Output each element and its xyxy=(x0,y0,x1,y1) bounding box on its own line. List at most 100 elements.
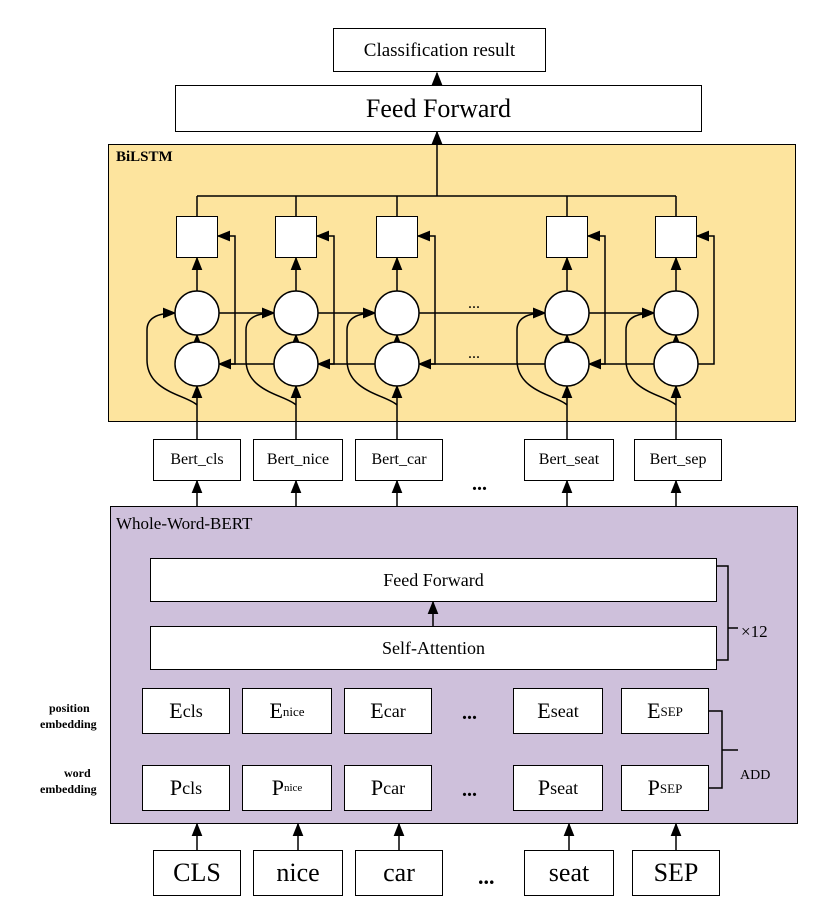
lstm-output-square xyxy=(655,216,697,258)
self-attention-box: Self-Attention xyxy=(150,626,717,670)
forward-lstm-cell xyxy=(174,290,220,336)
embedding-symbol: E xyxy=(370,698,384,723)
embedding-subscript: car xyxy=(383,778,406,798)
bert-output-label: Bert_seat xyxy=(538,451,600,468)
bert-feed-forward-label: Feed Forward xyxy=(383,570,484,590)
embedding-symbol: P xyxy=(537,775,551,800)
forward-ellipsis: ... xyxy=(468,295,480,312)
forward-lstm-cell xyxy=(374,290,420,336)
bert-title: Whole-Word-BERT xyxy=(116,514,253,533)
forward-lstm-cell xyxy=(544,290,590,336)
word-embedding-ellipsis: ... xyxy=(462,779,477,801)
token-label: car xyxy=(383,858,415,887)
position-embedding-label-line1: position xyxy=(49,701,90,715)
embedding-symbol: P xyxy=(370,775,384,800)
self-attention-label: Self-Attention xyxy=(382,638,485,658)
embedding-subscript: nice xyxy=(282,703,305,719)
forward-lstm-cell xyxy=(273,290,319,336)
bilstm-title: BiLSTM xyxy=(116,149,173,165)
position-embedding-ellipsis: ... xyxy=(462,702,477,724)
backward-lstm-cell xyxy=(653,341,699,387)
embedding-subscript: car xyxy=(383,701,406,721)
bert-output-cls: Bert_cls xyxy=(153,439,241,481)
token-seat: seat xyxy=(524,850,614,896)
skip-to-forward-arrow xyxy=(146,307,198,406)
word-embedding-label-line1: word xyxy=(64,766,91,780)
embedding-subscript: cls xyxy=(182,701,203,721)
backward-output-loop xyxy=(416,230,436,365)
embedding-symbol: E xyxy=(537,698,551,723)
add-bracket xyxy=(709,710,723,789)
lstm-output-square xyxy=(176,216,218,258)
backward-lstm-cell xyxy=(374,341,420,387)
embedding-subscript: seat xyxy=(550,778,579,798)
add-label: ADD xyxy=(740,768,771,783)
bert-feed-forward-box: Feed Forward xyxy=(150,558,717,602)
backward-lstm-cell xyxy=(174,341,220,387)
classification-result-label: Classification result xyxy=(363,39,516,61)
skip-to-forward-arrow xyxy=(245,307,297,406)
embedding-subscript: SEP xyxy=(659,780,683,796)
lstm-output-square xyxy=(275,216,317,258)
backward-output-loop xyxy=(695,230,715,365)
token-nice: nice xyxy=(253,850,343,896)
position-embedding-label-line2: embedding xyxy=(40,717,97,731)
repeat-bracket xyxy=(717,565,729,661)
skip-to-forward-arrow xyxy=(625,307,677,406)
token-car: car xyxy=(355,850,443,896)
embedding-symbol: P xyxy=(169,775,183,800)
bert-output-seat: Bert_seat xyxy=(524,439,614,481)
top-feed-forward-box: Feed Forward xyxy=(175,85,702,132)
top-feed-forward-label: Feed Forward xyxy=(365,93,512,123)
embedding-subscript: nice xyxy=(283,781,303,794)
backward-output-loop xyxy=(315,230,335,365)
backward-lstm-cell xyxy=(544,341,590,387)
embedding-symbol: P xyxy=(647,775,660,800)
bert-output-label: Bert_sep xyxy=(649,451,707,468)
embedding-symbol: E xyxy=(269,698,283,723)
backward-ellipsis: ... xyxy=(468,345,480,362)
token-label: seat xyxy=(548,858,590,887)
embedding-subscript: SEP xyxy=(660,703,683,719)
bert-output-sep: Bert_sep xyxy=(634,439,722,481)
bert-output-car: Bert_car xyxy=(355,439,443,481)
token-label: SEP xyxy=(653,858,699,887)
backward-output-loop xyxy=(216,230,236,365)
embedding-symbol: P xyxy=(271,775,284,800)
skip-to-forward-arrow xyxy=(346,307,398,406)
skip-to-forward-arrow xyxy=(516,307,568,406)
backward-output-loop xyxy=(586,230,606,365)
token-label: CLS xyxy=(173,858,221,887)
token-label: nice xyxy=(276,858,320,887)
embedding-subscript: seat xyxy=(550,701,579,721)
embedding-subscript: cls xyxy=(182,778,203,798)
bert-output-nice: Bert_nice xyxy=(253,439,343,481)
bert-output-label: Bert_cls xyxy=(170,451,224,468)
lstm-output-square xyxy=(546,216,588,258)
bert-output-label: Bert_car xyxy=(371,451,427,468)
classification-result-box: Classification result xyxy=(333,28,546,72)
bert-output-label: Bert_nice xyxy=(266,451,330,468)
backward-lstm-cell xyxy=(273,341,319,387)
embedding-symbol: E xyxy=(169,698,183,723)
token-ellipsis: ... xyxy=(478,864,495,889)
word-embedding-label-line2: embedding xyxy=(40,782,97,796)
forward-lstm-cell xyxy=(653,290,699,336)
embedding-symbol: E xyxy=(647,698,661,723)
bert-output-ellipsis: ... xyxy=(472,473,487,495)
lstm-output-square xyxy=(376,216,418,258)
repeat-count-label: ×12 xyxy=(741,622,768,641)
token-sep: SEP xyxy=(632,850,720,896)
token-cls: CLS xyxy=(153,850,241,896)
